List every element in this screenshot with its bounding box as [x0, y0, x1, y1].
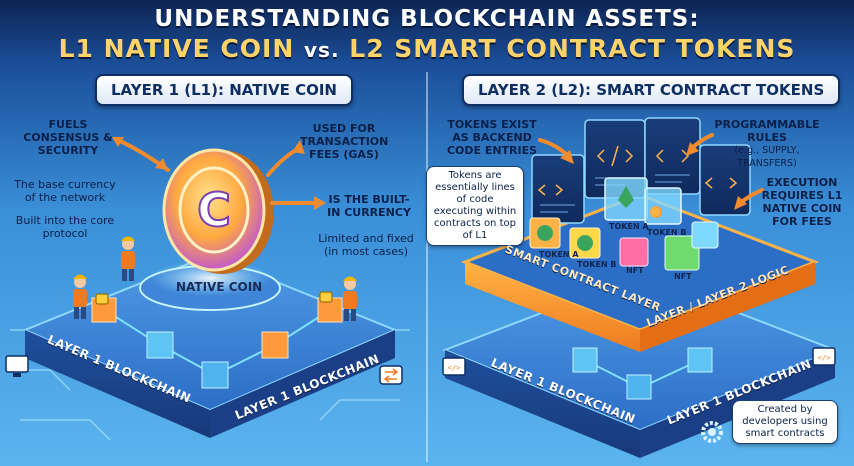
token-a-label: TOKEN A — [539, 250, 579, 259]
worker-icon-left — [73, 236, 135, 319]
nft-side-label: NFT — [674, 272, 692, 281]
note-built-in-currency: IS THE BUILT-IN CURRENCY — [327, 193, 411, 219]
callout-created-by-developers: Created by developers using smart contra… — [732, 400, 838, 444]
right-panel-header: LAYER 2 (L2): SMART CONTRACT TOKENS — [462, 74, 841, 106]
gear-icon-small — [650, 207, 660, 217]
title-line-2: L1 NATIVE COIN vs. L2 SMART CONTRACT TOK… — [0, 34, 854, 63]
title-vs: vs. — [304, 38, 340, 62]
page-title: UNDERSTANDING BLOCKCHAIN ASSETS: L1 NATI… — [0, 6, 854, 63]
svg-text:</>: </> — [818, 354, 831, 362]
layer1-platform-left — [22, 253, 398, 438]
code-window-icon-right: </> — [812, 347, 836, 366]
panel-divider — [426, 72, 428, 462]
svg-text:</>: </> — [448, 364, 461, 372]
code-window-icon-left: </> — [442, 357, 466, 376]
native-coin-label: NATIVE COIN — [176, 280, 263, 294]
title-l2-tokens: L2 SMART CONTRACT TOKENS — [349, 34, 796, 63]
title-l1-native-coin: L1 NATIVE COIN — [58, 34, 295, 63]
note-base-currency: The base currency of the network — [14, 178, 116, 204]
transfer-icon-left — [379, 365, 403, 385]
left-panel-header: LAYER 1 (L1): NATIVE COIN — [95, 74, 353, 106]
svg-text:C: C — [197, 183, 231, 237]
note-programmable-rules: PROGRAMMABLE RULES (e.g., SUPPLY, TRANSF… — [708, 118, 826, 170]
native-coin-icon: C — [162, 148, 274, 274]
programmable-rules-sub: (e.g., SUPPLY, TRANSFERS) — [734, 145, 800, 169]
note-used-for-fees: USED FOR TRANSACTION FEES (GAS) — [300, 122, 389, 161]
programmable-rules-title: PROGRAMMABLE RULES — [714, 118, 820, 144]
code-panels — [531, 117, 751, 224]
token-a-cube-label: TOKEN A — [609, 222, 649, 231]
note-execution-requires: EXECUTION REQUIRES L1 NATIVE COIN FOR FE… — [761, 176, 843, 228]
worker-icon-right — [319, 276, 357, 321]
note-fuels-consensus: FUELS CONSENSUS & SECURITY — [23, 118, 113, 157]
note-tokens-exist: TOKENS EXIST AS BACKEND CODE ENTRIES — [446, 118, 538, 157]
note-limited-fixed: Limited and fixed (in most cases) — [318, 232, 414, 258]
computer-icon-left — [5, 355, 29, 377]
token-b-label: TOKEN B — [577, 260, 617, 269]
token-b-cube-label: TOKEN B — [647, 228, 687, 237]
token-cubes — [529, 177, 719, 271]
nft-label: NFT — [626, 266, 644, 275]
gear-icon — [701, 421, 723, 443]
note-built-in-core: Built into the core protocol — [15, 214, 115, 240]
title-line-1: UNDERSTANDING BLOCKCHAIN ASSETS: — [154, 6, 700, 32]
callout-tokens-code: Tokens are essentially lines of code exe… — [426, 166, 524, 246]
